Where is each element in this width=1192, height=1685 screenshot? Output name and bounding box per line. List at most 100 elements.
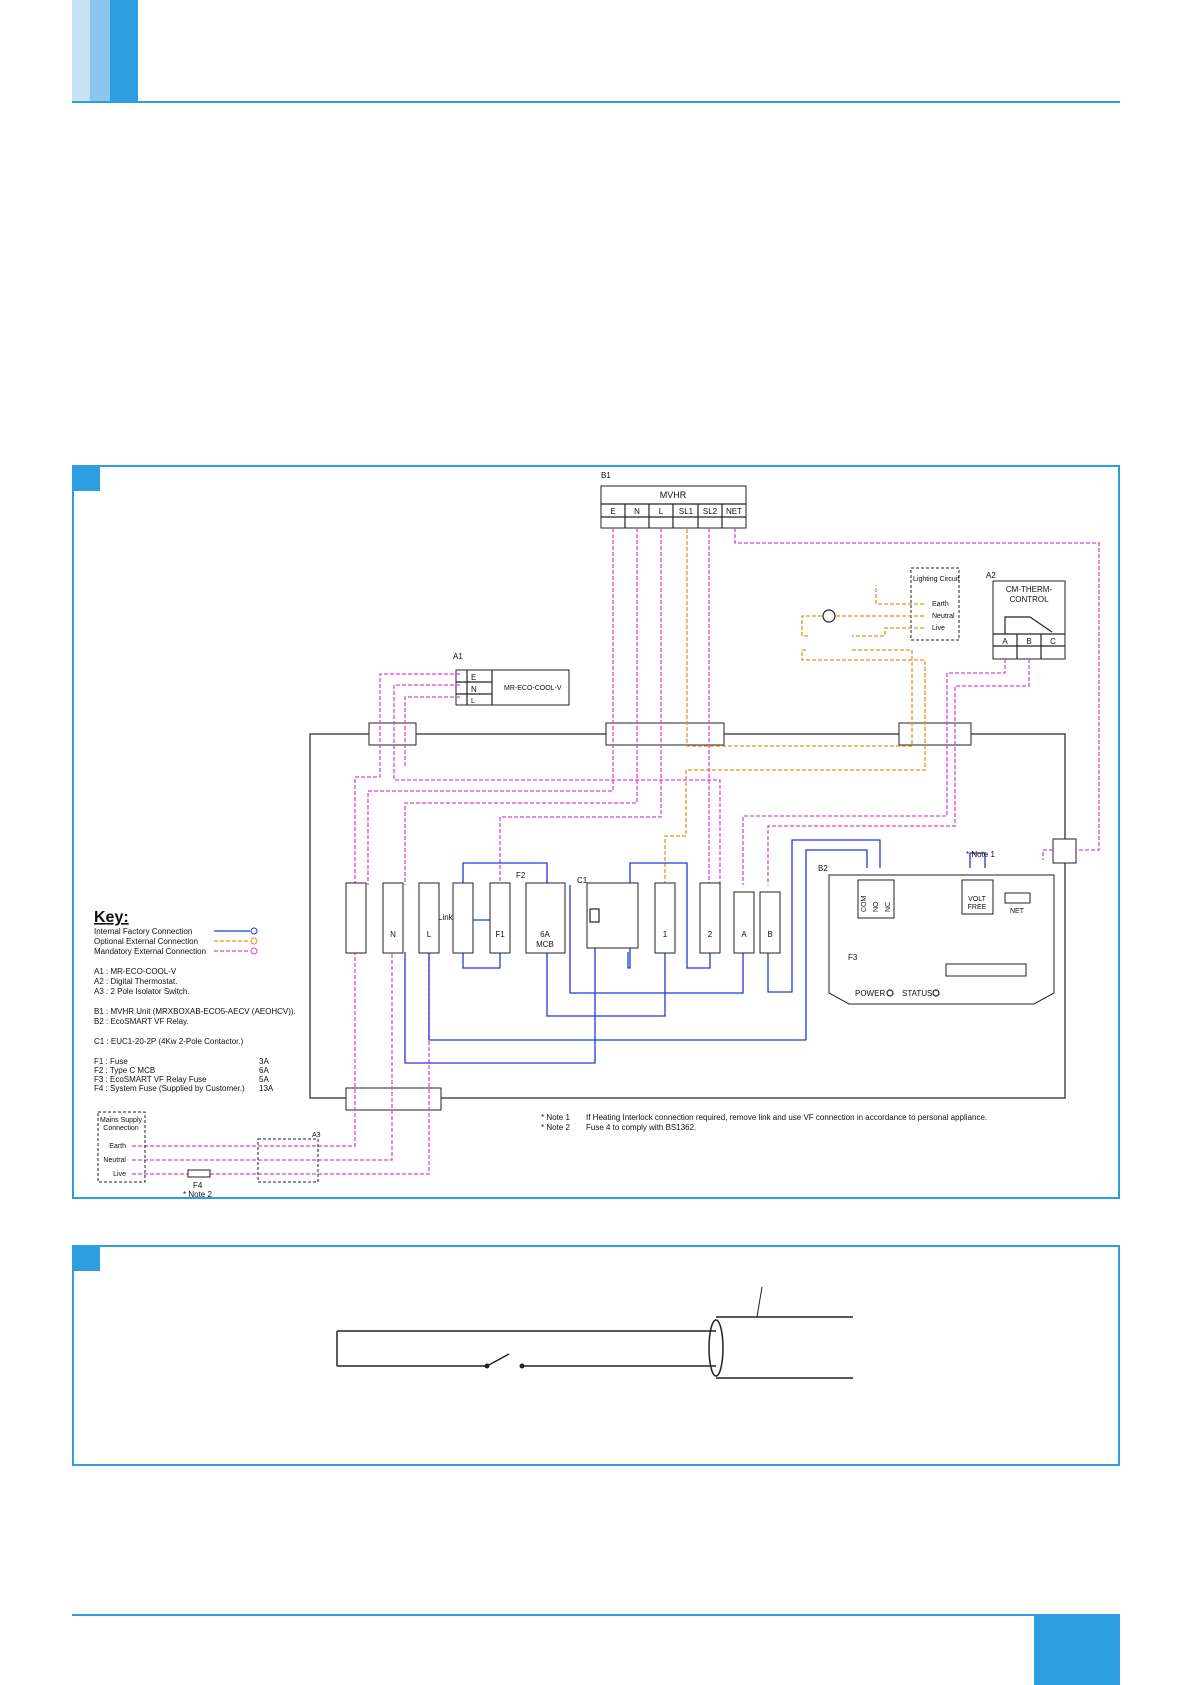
key-optional-marker	[250, 937, 258, 945]
gland-side	[1052, 838, 1077, 864]
f4-fuse	[187, 1169, 211, 1178]
a2-title-2: CONTROL	[1009, 595, 1049, 604]
a2-ref: A2	[986, 571, 996, 580]
internal-wire	[627, 862, 711, 969]
terminal-block-b	[759, 891, 781, 954]
panel-tab	[74, 467, 100, 491]
b1-terminal-sl1: SL1	[679, 507, 694, 516]
terminal-block-earth	[345, 882, 367, 954]
wiring-diagram-panel	[72, 465, 1120, 1199]
footer-page-block	[1034, 1614, 1120, 1685]
optional-wiring	[664, 528, 926, 885]
gland-right	[898, 722, 972, 746]
note2-tag: * Note 2	[541, 1123, 570, 1132]
f2-ref: F2	[516, 871, 526, 880]
header-stripe-dark	[110, 0, 138, 101]
mandatory-wire	[132, 952, 393, 1161]
b2-power-led	[886, 989, 894, 997]
b2-volt: VOLT	[968, 896, 986, 903]
b2-volt-free-block	[961, 879, 994, 915]
b2-net-connector	[1004, 892, 1031, 904]
b2-f3: F3	[848, 953, 858, 962]
b2-free: FREE	[968, 904, 987, 911]
b2-note1: * Note 1	[966, 850, 995, 859]
terminal-block-a	[733, 891, 755, 954]
b2-relay-nc: NC	[885, 902, 892, 912]
mandatory-wire	[132, 952, 356, 1147]
cable-end	[708, 1319, 724, 1377]
b2-relay-com: COM	[861, 896, 868, 913]
key-a2: A2 : Digital Thermostat.	[94, 977, 177, 986]
b1-terminal-e: E	[610, 507, 615, 516]
b1-terminal-n: N	[634, 507, 640, 516]
a1-terminal-l: L	[471, 698, 475, 705]
footer-rule	[72, 1614, 1120, 1616]
optional-wire	[664, 649, 926, 885]
b1-terminal-sl2: SL2	[703, 507, 718, 516]
switch-diagram-panel	[72, 1245, 1120, 1466]
a1-box	[455, 669, 570, 706]
terminal-blocks: N L F1 1 2 A B Link	[345, 882, 781, 954]
mandatory-wiring	[132, 528, 1100, 1175]
internal-wire	[569, 885, 744, 994]
internal-wire	[805, 849, 868, 1040]
key-c1: C1 : EUC1-20-2P (4Kw 2-Pole Contactor.)	[94, 1037, 244, 1046]
key-optional-label: Optional External Connection	[94, 937, 198, 946]
terminal-label-b: B	[767, 930, 772, 939]
internal-wire	[969, 852, 986, 868]
terminal-block-link	[452, 882, 474, 954]
a2-terminal-a: A	[1002, 637, 1008, 646]
b2-status: STATUS	[902, 989, 932, 998]
c1-contactor-box	[586, 882, 639, 949]
c1-coil-symbol	[589, 908, 600, 923]
key-mandatory-label: Mandatory External Connection	[94, 947, 206, 956]
mandatory-wire	[499, 528, 662, 885]
b2-ref: B2	[818, 864, 828, 873]
key-f3: F3 : EcoSMART VF Relay Fuse	[94, 1075, 207, 1084]
a1-terminal-e: E	[471, 673, 476, 682]
key-f3-value: 5A	[259, 1075, 269, 1084]
gland-left	[368, 722, 417, 746]
b1-terminals: E N L SL1 SL2 NET	[610, 504, 742, 528]
a2-terminal-b: B	[1026, 637, 1031, 646]
f2-mcb-box	[525, 882, 566, 954]
key-internal-marker	[250, 927, 258, 935]
mandatory-wire	[367, 528, 614, 885]
f2-line1: 6A	[540, 930, 550, 939]
panel-tab	[74, 1247, 100, 1271]
key-internal-label: Internal Factory Connection	[94, 927, 192, 936]
b1-ref: B1	[601, 471, 611, 480]
terminal-label-1: 1	[663, 930, 668, 939]
optional-wire	[686, 528, 913, 747]
lighting-neutral: Neutral	[932, 613, 955, 620]
mandatory-wire	[767, 659, 1030, 885]
key-f2: F2 : Type C MCB	[94, 1066, 155, 1075]
key-f2-value: 6A	[259, 1066, 269, 1075]
link-label: Link	[438, 913, 454, 922]
key-f4: F4 : System Fuse (Supplied by Customer.)	[94, 1084, 245, 1093]
b2-status-led	[932, 989, 940, 997]
lighting-earth: Earth	[932, 601, 949, 608]
lighting-live: Live	[932, 625, 945, 632]
key-a1: A1 : MR-ECO-COOL-V	[94, 967, 177, 976]
a1-ref: A1	[453, 652, 463, 661]
lighting-title: Lighting Circuit	[913, 576, 959, 583]
terminal-block-f1	[489, 882, 511, 954]
b1-title: MVHR	[660, 490, 687, 500]
terminal-label-l: L	[427, 930, 432, 939]
a2-terminal-c: C	[1050, 637, 1056, 646]
b2-relay-no: NO	[873, 901, 880, 912]
key-f4-value: 13A	[259, 1084, 274, 1093]
mains-live: Live	[113, 1171, 126, 1178]
terminal-label-2: 2	[708, 930, 713, 939]
terminal-block-l	[418, 882, 440, 954]
f4-note: * Note 2	[183, 1190, 212, 1199]
switch-drawing	[336, 1286, 853, 1379]
terminal-block-1	[654, 882, 676, 954]
note1-tag: * Note 1	[541, 1113, 570, 1122]
a2-title-1: CM-THERM-	[1006, 585, 1053, 594]
terminal-label-f1: F1	[495, 930, 505, 939]
note1-text: If Heating Interlock connection required…	[586, 1113, 987, 1122]
key-title: Key:	[94, 909, 129, 926]
